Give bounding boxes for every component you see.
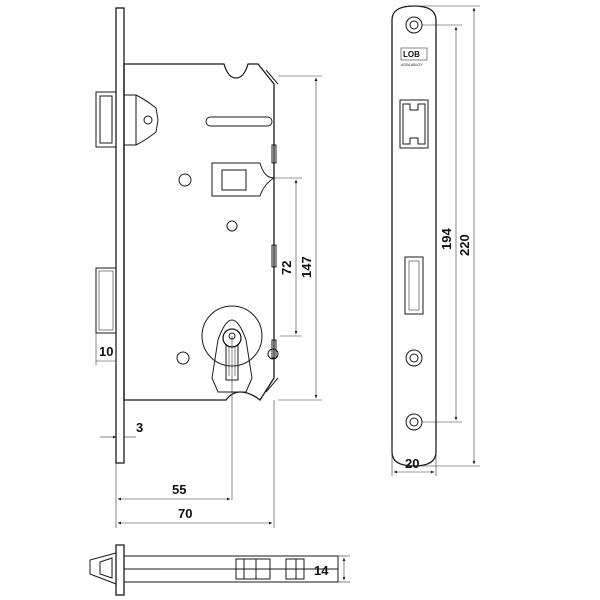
dim-3: 3 — [100, 420, 143, 439]
latch-opening — [399, 99, 429, 149]
dim-55-label: 55 — [172, 482, 186, 497]
dim-194-label: 194 — [439, 228, 454, 250]
dim-194: 194 — [422, 24, 462, 423]
dim-70: 70 — [117, 400, 275, 528]
latch-top — [89, 552, 117, 585]
dim-72: 72 — [274, 177, 302, 337]
dim-3-label: 3 — [136, 420, 143, 435]
deadbolt-opening — [404, 256, 424, 315]
dim-72-label: 72 — [279, 261, 294, 275]
dim-20-label: 20 — [405, 456, 419, 471]
rivet-hole — [226, 220, 238, 232]
dim-220-label: 220 — [457, 234, 472, 256]
faceplate-side — [115, 7, 125, 464]
screw-hole-middle — [405, 349, 423, 367]
rivet-hole — [178, 173, 192, 187]
dim-147-label: 147 — [299, 256, 314, 278]
latch-bolt — [95, 91, 159, 148]
upper-slot — [205, 116, 273, 127]
rivet-hole — [176, 351, 190, 365]
dead-bolt — [95, 267, 117, 334]
lock-case — [123, 63, 275, 401]
faceplate-outline — [391, 5, 437, 467]
faceplate-front-view: LOB ASSA ABLOY — [391, 5, 437, 467]
dim-147: 147 — [278, 75, 322, 401]
dim-70-label: 70 — [178, 506, 192, 521]
dim-10: 10 — [95, 333, 117, 365]
rivet-hole — [267, 348, 279, 360]
dim-20: 20 — [391, 440, 437, 476]
screw-hole-bottom — [405, 413, 423, 431]
lock-side-view — [95, 7, 279, 500]
faceplate-top — [115, 544, 125, 596]
brand-logo: LOB — [403, 50, 420, 59]
screw-hole-top — [405, 16, 423, 34]
follower-hub — [211, 162, 276, 197]
brand-subtext: ASSA ABLOY — [401, 63, 423, 67]
dim-55: 55 — [115, 463, 231, 528]
dim-14-label: 14 — [314, 563, 329, 578]
dim-14: 14 — [314, 555, 350, 583]
dim-220: 220 — [414, 5, 480, 467]
lock-top-view — [89, 544, 339, 596]
dim-10-label: 10 — [99, 344, 113, 359]
